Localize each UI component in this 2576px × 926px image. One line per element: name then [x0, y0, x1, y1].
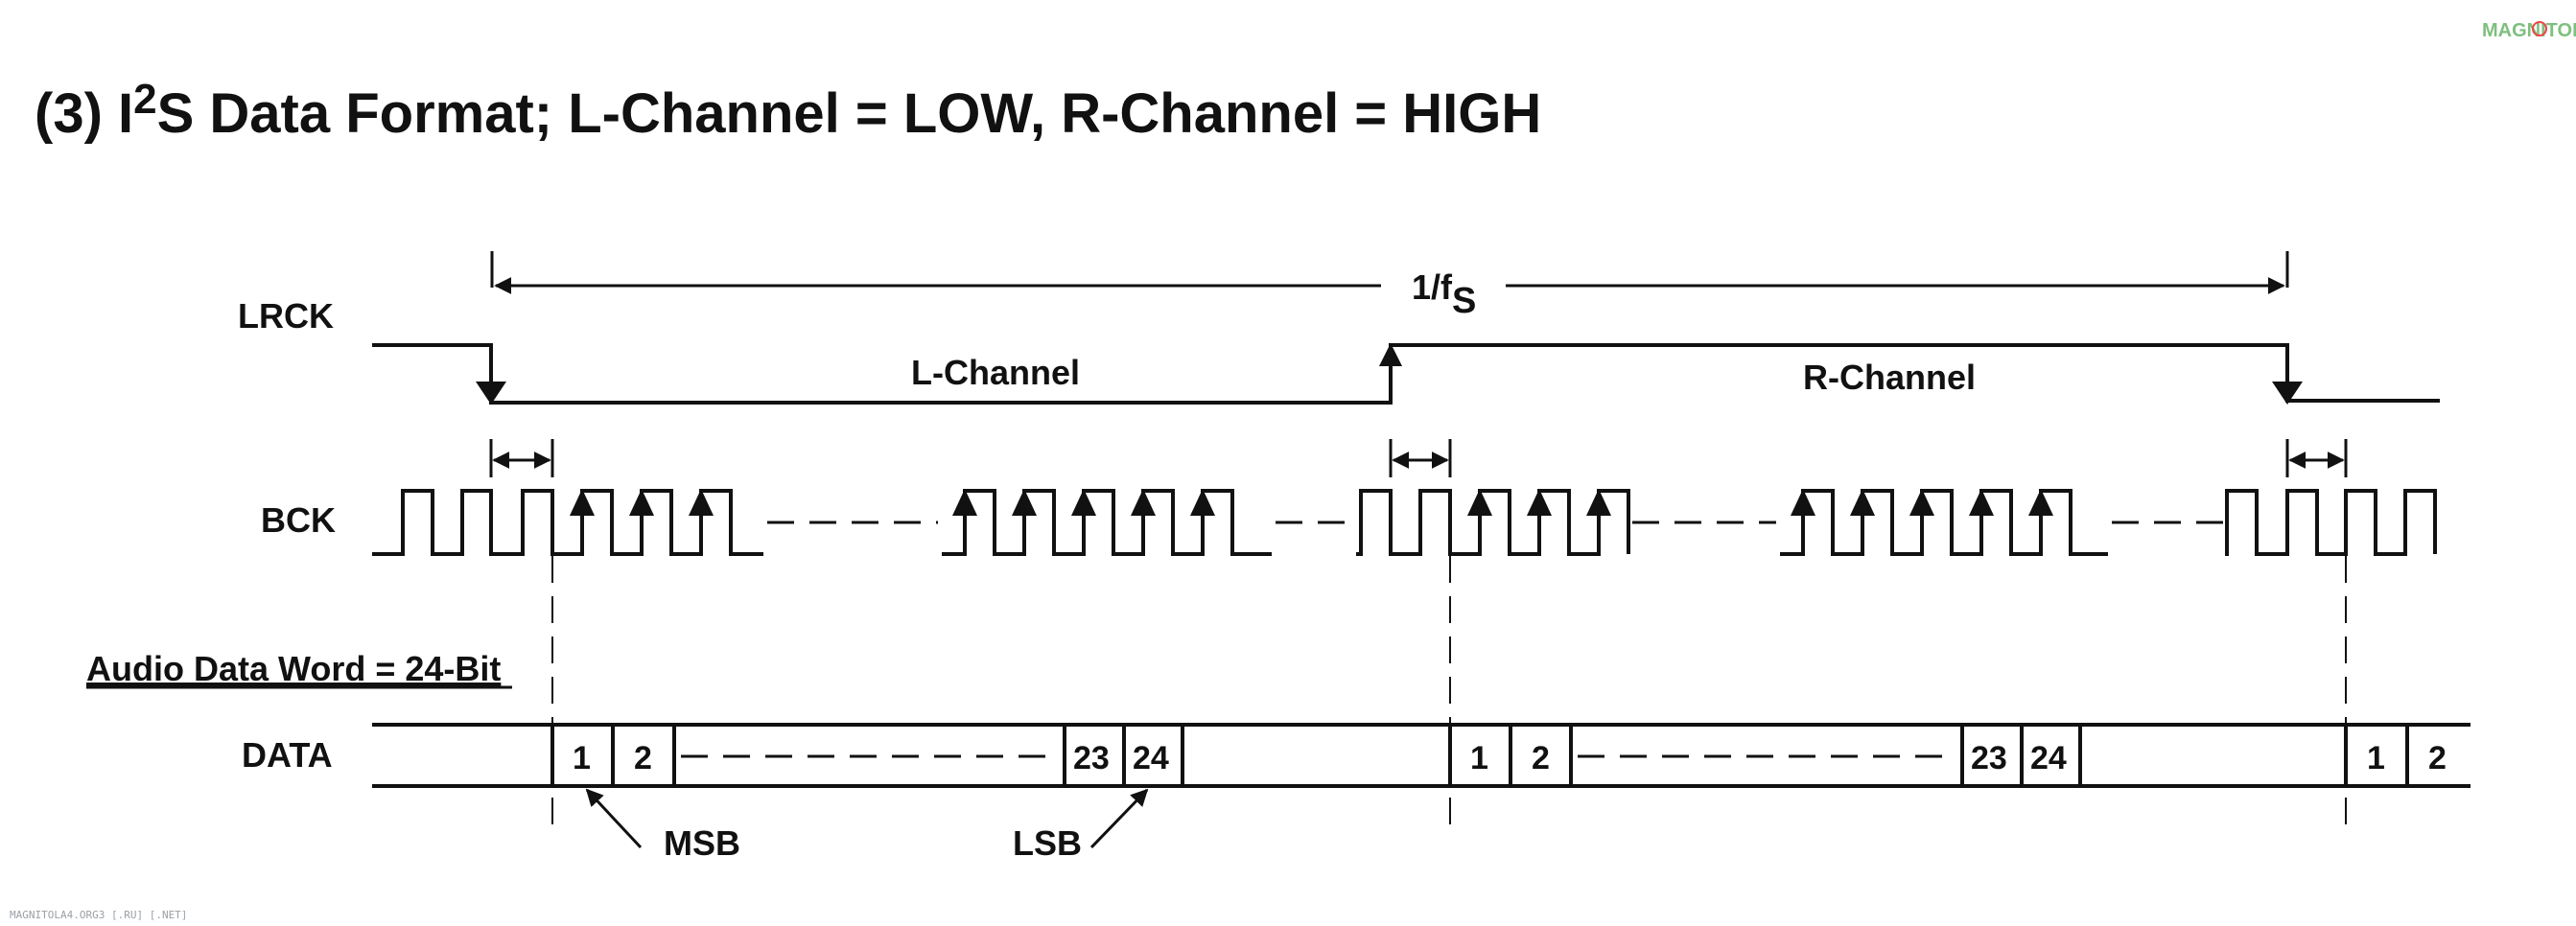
data-bit-23-right: 23 [1971, 740, 2007, 776]
period-dimension: 1/fS [490, 251, 2289, 321]
lrck-label: LRCK [238, 296, 334, 336]
watermark-text: MAGNITOLA4.ORG3 [.RU] [.NET] [10, 909, 187, 921]
lsb-label: LSB [1013, 823, 1082, 863]
period-label: 1/fS [1412, 267, 1476, 321]
diagram-title: (3) I2S Data Format; L-Channel = LOW, R-… [35, 76, 1541, 145]
msb-pointer: MSB [585, 788, 740, 863]
bck-waveform [372, 489, 2437, 556]
setup-arrows [489, 439, 2348, 477]
data-bit-24-right: 24 [2030, 740, 2067, 776]
logo-text: MAGNITOLA [2482, 20, 2576, 41]
data-bus [372, 723, 2471, 788]
r-channel-label: R-Channel [1803, 358, 1976, 397]
lrck-waveform [372, 343, 2440, 405]
data-bit-2-left: 2 [634, 740, 652, 776]
data-bit-2-right: 2 [1532, 740, 1550, 776]
data-bit-1-right: 1 [1470, 740, 1488, 776]
data-bit-2-next: 2 [2428, 740, 2447, 776]
data-bit-1-left: 1 [573, 740, 591, 776]
logo-circle-icon [2532, 21, 2547, 36]
word-length-label: Audio Data Word = 24-Bit [86, 649, 501, 688]
data-bit-24-left: 24 [1133, 740, 1169, 776]
data-label: DATA [242, 735, 333, 775]
bck-rising-edge-arrows [570, 489, 2053, 516]
bck-label: BCK [261, 500, 336, 540]
l-channel-label: L-Channel [911, 353, 1080, 392]
data-bit-1-next: 1 [2367, 740, 2385, 776]
data-bit-23-left: 23 [1073, 740, 1110, 776]
logo-mark: MAGNITOLA [2482, 20, 2576, 41]
lsb-pointer: LSB [1013, 788, 1149, 863]
msb-label: MSB [664, 823, 740, 863]
reference-lines [551, 556, 2347, 830]
